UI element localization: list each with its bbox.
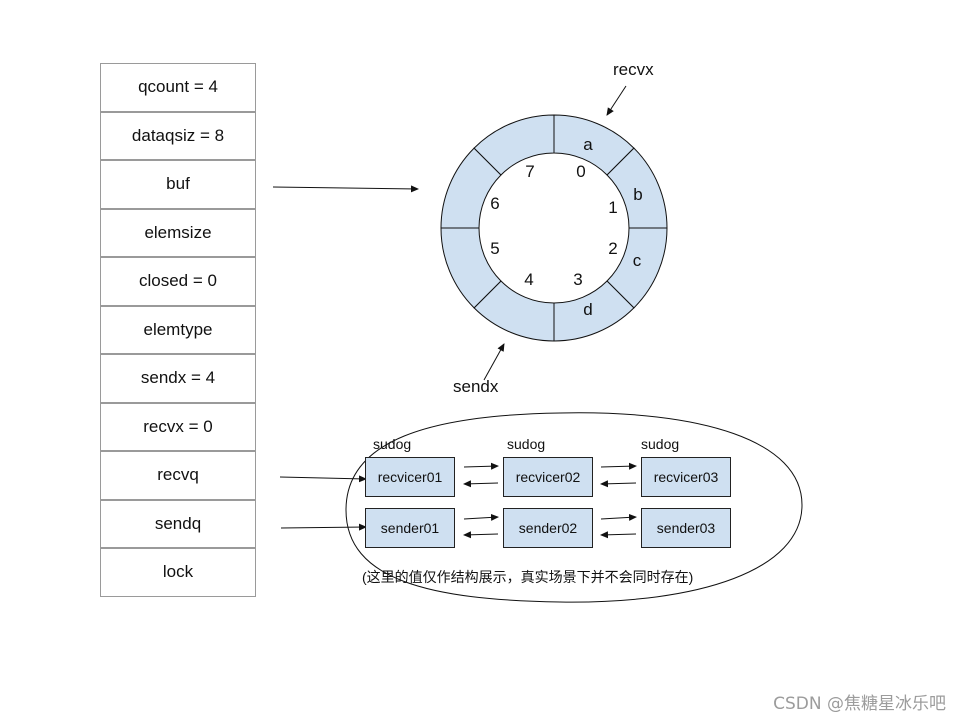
slot-index: 0	[576, 162, 586, 181]
buffer-element: a	[583, 135, 593, 154]
sudog-label: sudog	[507, 436, 546, 452]
slot-index: 5	[490, 239, 500, 258]
recvq-sudog: recvicer03	[641, 457, 731, 497]
structure-note: (这里的值仅作结构展示，真实场景下并不会同时存在)	[362, 569, 694, 585]
sudog-label: sudog	[373, 436, 412, 452]
recvx-pointer-arrow	[606, 85, 627, 116]
recvq-link-forward	[600, 462, 637, 470]
field-sendx: sendx = 4	[100, 354, 256, 403]
field-dataqsiz: dataqsiz = 8	[100, 111, 256, 160]
slot-index: 1	[608, 198, 618, 217]
sendq-link-forward	[463, 513, 499, 521]
sendq-sudog: sender01	[365, 508, 455, 548]
buffer-element: d	[583, 300, 593, 319]
watermark: CSDN @焦糖星冰乐吧	[773, 694, 946, 714]
field-recvx: recvx = 0	[100, 402, 256, 451]
buffer-element: c	[632, 251, 642, 270]
buffer-element: b	[633, 185, 643, 204]
slot-index: 7	[525, 162, 535, 181]
slot-index: 2	[608, 239, 618, 258]
field-qcount: qcount = 4	[100, 63, 256, 112]
field-lock: lock	[100, 548, 256, 597]
sendq-sudog: sender03	[641, 508, 731, 548]
sendq-arrow	[280, 523, 367, 531]
slot-index: 4	[524, 270, 534, 289]
sudog-label: sudog	[641, 436, 680, 452]
recvq-link-back	[600, 480, 637, 488]
field-recvq: recvq	[100, 451, 256, 500]
recvq-sudog: recvicer02	[503, 457, 593, 497]
slot-index: 6	[490, 194, 500, 213]
recvq-link-forward	[463, 462, 499, 470]
ring-slot	[473, 114, 555, 176]
sendq-link-back	[600, 531, 637, 539]
sendx-pointer-arrow	[483, 343, 505, 381]
buf-arrow	[272, 185, 419, 193]
slot-index: 3	[573, 270, 583, 289]
field-elemsize: elemsize	[100, 208, 256, 257]
sendq-link-forward	[600, 513, 637, 521]
recvx-label: recvx	[613, 60, 654, 79]
sendq-sudog: sender02	[503, 508, 593, 548]
sendx-label: sendx	[453, 377, 499, 396]
sendq-link-back	[463, 531, 499, 539]
recvq-link-back	[463, 480, 499, 488]
ring-buffer	[440, 114, 668, 342]
field-closed: closed = 0	[100, 257, 256, 306]
recvq-sudog: recvicer01	[365, 457, 455, 497]
field-sendq: sendq	[100, 499, 256, 548]
field-elemtype: elemtype	[100, 305, 256, 354]
field-buf: buf	[100, 160, 256, 209]
recvq-arrow	[279, 475, 367, 483]
